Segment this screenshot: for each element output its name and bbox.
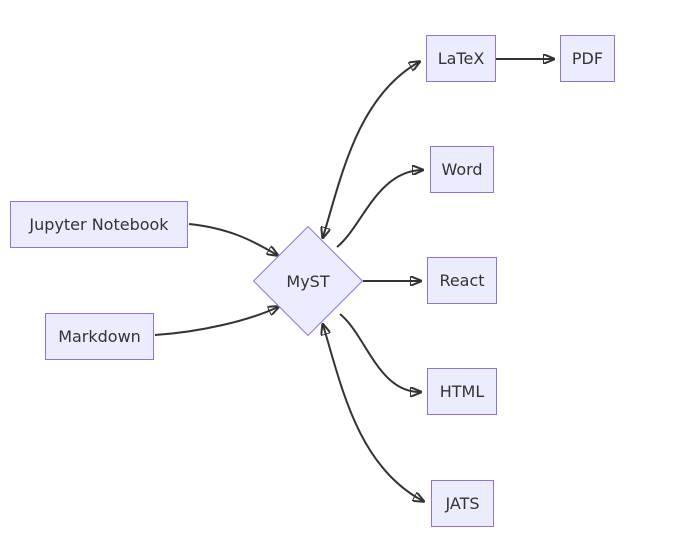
node-pdf: PDF [560,35,615,82]
node-jats: JATS [431,480,494,527]
node-html-label: HTML [439,382,485,401]
node-html: HTML [427,368,497,415]
node-latex-label: LaTeX [437,49,485,68]
node-markdown-label: Markdown [58,327,141,346]
edge-myst-to-word [336,170,422,248]
edge-myst-to-latex [323,62,419,237]
node-react: React [427,257,497,304]
node-pdf-label: PDF [571,49,604,68]
node-react-label: React [439,271,485,290]
node-jats-label: JATS [445,494,480,513]
edge-myst-to-jats [323,325,423,501]
node-markdown: Markdown [45,313,154,360]
node-myst-label-container: MyST [253,242,363,320]
edge-markdown-to-myst [154,307,278,336]
node-jupyter-notebook: Jupyter Notebook [10,201,188,248]
edge-myst-to-html [339,313,420,392]
edge-jupyter-to-myst [188,223,277,255]
node-latex: LaTeX [426,35,496,82]
node-jupyter-notebook-label: Jupyter Notebook [29,215,169,234]
node-word-label: Word [441,160,483,179]
node-myst-label: MyST [286,271,330,291]
node-word: Word [430,146,494,193]
